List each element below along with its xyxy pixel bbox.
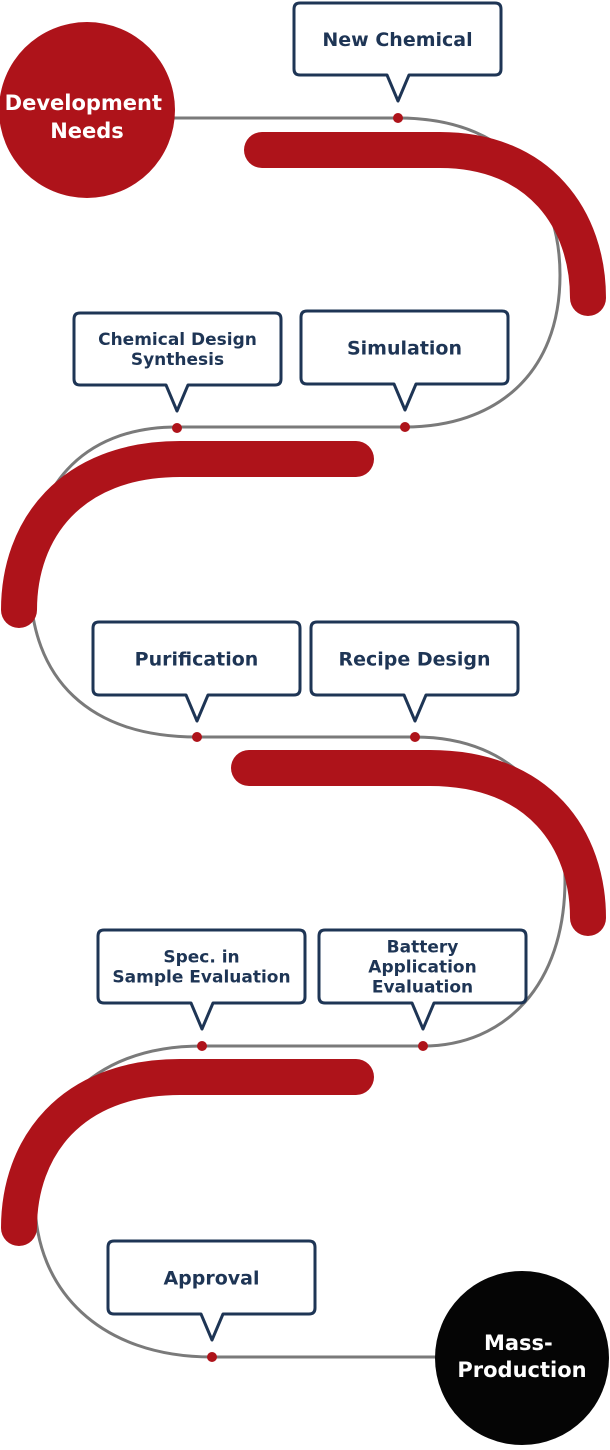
end-label-line-1: Mass- bbox=[484, 1331, 553, 1355]
start-label-line-2: Needs bbox=[50, 119, 124, 143]
callout-label-line: Recipe Design bbox=[339, 648, 491, 670]
callout-box-chemical-design-synthesis bbox=[72, 311, 283, 413]
callout-box-battery-application-evaluation bbox=[317, 928, 528, 1031]
red-accent-arc-4 bbox=[1, 1059, 374, 1246]
end-label: Mass- Production bbox=[457, 1331, 586, 1382]
callout-label-line: Application bbox=[368, 958, 476, 978]
track-marker-dot bbox=[393, 113, 403, 123]
callout-label-line: Evaluation bbox=[372, 978, 473, 998]
start-node: Development Needs bbox=[0, 22, 175, 198]
callout-box-recipe-design bbox=[309, 620, 520, 723]
start-label: Development Needs bbox=[5, 91, 170, 143]
callout-label-line: Spec. in bbox=[163, 948, 239, 968]
callout-box-simulation bbox=[299, 309, 510, 412]
red-accent-arc-1 bbox=[244, 132, 606, 316]
track-marker-dot bbox=[400, 422, 410, 432]
callout-label-purification: Purification bbox=[135, 648, 259, 670]
callout-label-recipe-design: Recipe Design bbox=[339, 648, 491, 670]
red-accent-arc-3 bbox=[231, 750, 606, 936]
callout-label-line: Purification bbox=[135, 648, 259, 670]
red-accent-arc-2 bbox=[1, 441, 374, 628]
callout-label-line: New Chemical bbox=[322, 29, 472, 51]
track-marker-dot bbox=[410, 732, 420, 742]
callout-label-line: Simulation bbox=[347, 337, 462, 359]
callout-label-line: Synthesis bbox=[131, 350, 224, 370]
end-label-line-2: Production bbox=[457, 1358, 586, 1382]
start-label-line-1: Development bbox=[5, 91, 162, 115]
end-circle bbox=[435, 1271, 609, 1445]
callout-box-spec-sample-evaluation bbox=[96, 928, 307, 1031]
callout-box-approval bbox=[106, 1239, 317, 1342]
track-marker-dot bbox=[197, 1041, 207, 1051]
track-marker-dot bbox=[172, 423, 182, 433]
track-marker-dot bbox=[418, 1041, 428, 1051]
end-node: Mass- Production bbox=[435, 1271, 609, 1445]
process-track-line bbox=[28, 116, 567, 1359]
callout-label-simulation: Simulation bbox=[347, 337, 462, 359]
callout-label-line: Sample Evaluation bbox=[112, 968, 290, 988]
callout-label-line: Approval bbox=[163, 1267, 259, 1289]
callout-box-new-chemical bbox=[292, 1, 503, 103]
callout-new-chemical: New Chemical bbox=[292, 1, 503, 123]
callout-purification: Purification bbox=[91, 620, 302, 742]
start-circle bbox=[0, 22, 175, 198]
callout-approval: Approval bbox=[106, 1239, 317, 1362]
callout-label-line: Chemical Design bbox=[98, 330, 257, 350]
callout-label-new-chemical: New Chemical bbox=[322, 29, 472, 51]
callout-box-purification bbox=[91, 620, 302, 723]
callout-recipe-design: Recipe Design bbox=[309, 620, 520, 742]
callout-label-approval: Approval bbox=[163, 1267, 259, 1289]
callout-label-line: Battery bbox=[387, 938, 459, 958]
callout-simulation: Simulation bbox=[299, 309, 510, 432]
track-marker-dot bbox=[192, 732, 202, 742]
track-marker-dot bbox=[207, 1352, 217, 1362]
